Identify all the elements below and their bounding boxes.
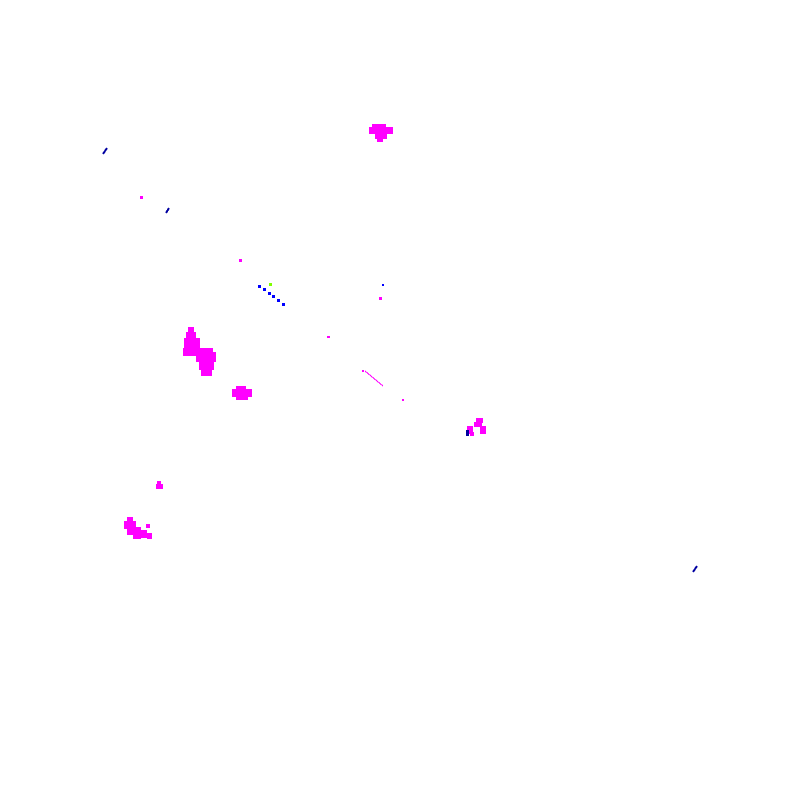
magenta-line	[364, 370, 384, 387]
magenta-patch-southwest	[124, 517, 152, 539]
blue-mark-northwest	[102, 147, 108, 155]
blue-dots-line	[258, 285, 285, 306]
magenta-patch-north	[369, 124, 393, 142]
magenta-patch-small-southwest	[156, 481, 163, 489]
blue-mark-southeast	[692, 565, 698, 573]
blue-mark-west	[165, 207, 170, 214]
magenta-specks	[140, 196, 404, 401]
magenta-patch-central-west	[232, 386, 252, 400]
magenta-patch-east	[467, 418, 486, 436]
blue-speck-central	[382, 284, 384, 286]
lime-speck	[269, 283, 272, 286]
magenta-patch-large-west	[183, 327, 216, 376]
navy-mark-east	[466, 430, 469, 436]
